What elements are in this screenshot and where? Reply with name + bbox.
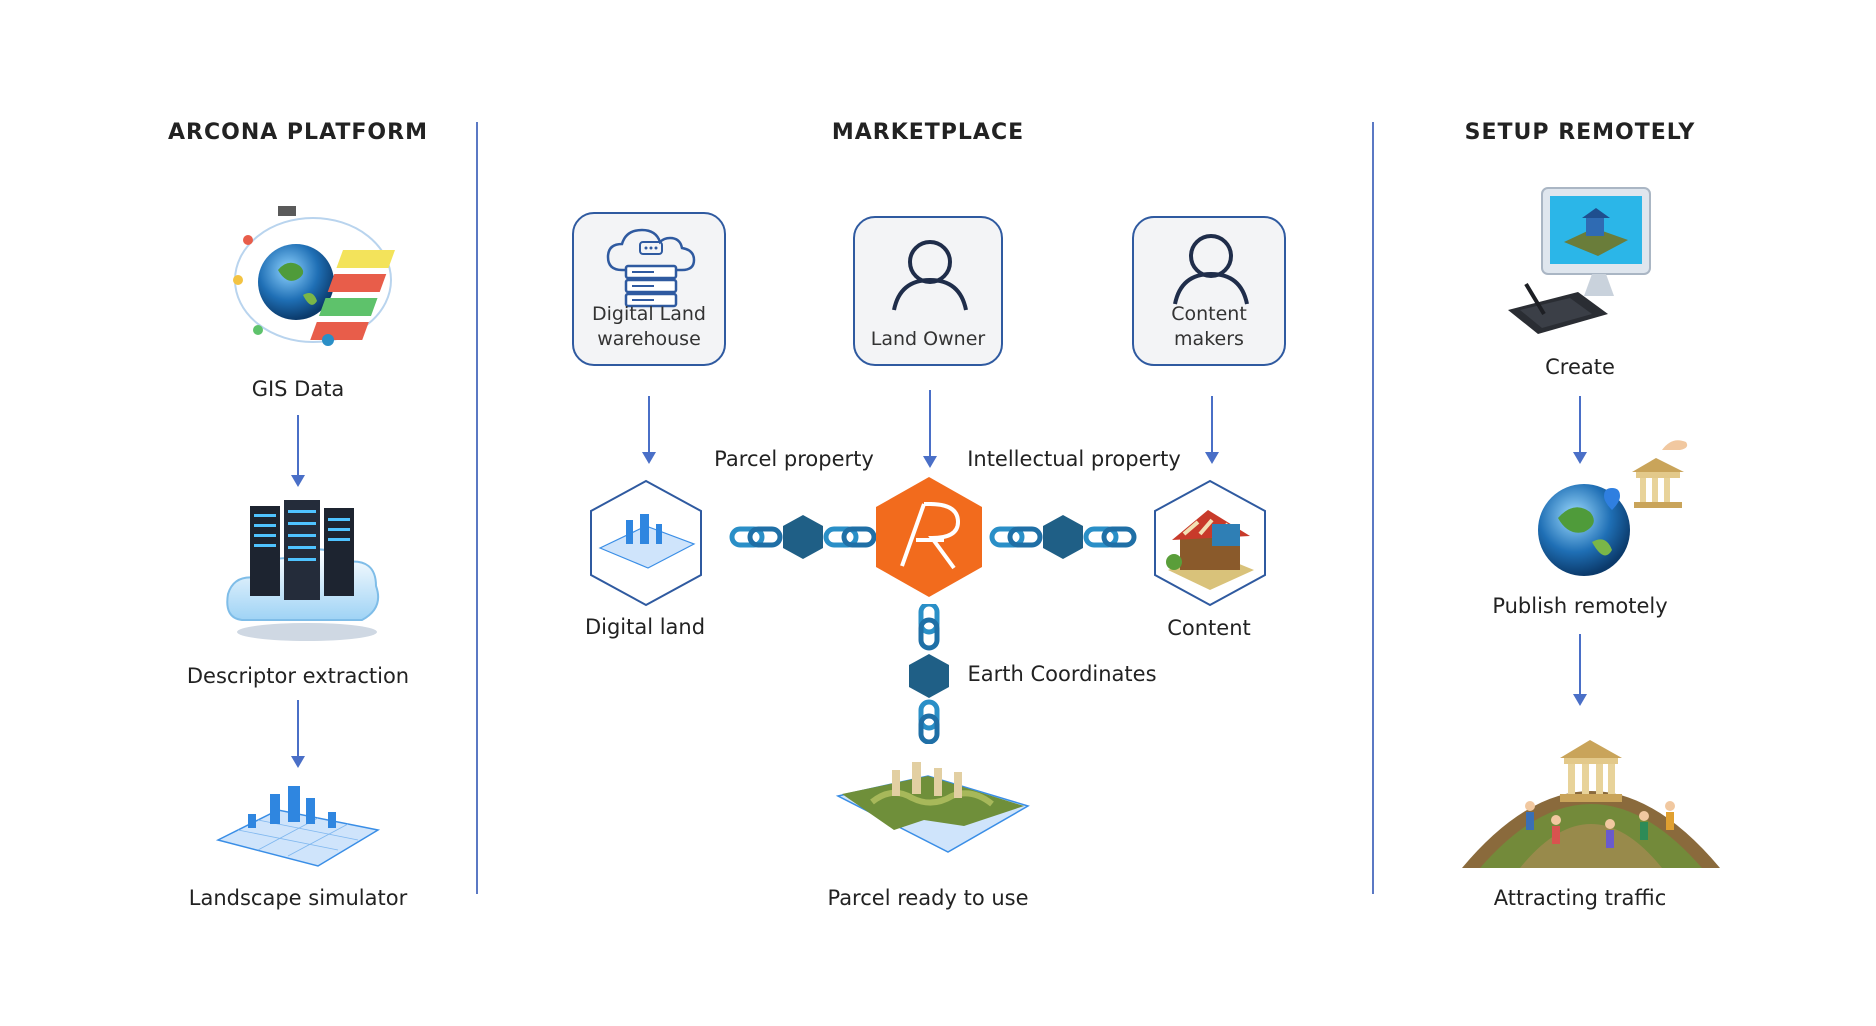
gis-data-icon xyxy=(218,200,408,360)
marketplace-title: MARKETPLACE xyxy=(831,120,1025,145)
attracting-traffic-label: Attracting traffic xyxy=(1493,886,1667,910)
platform-title: ARCONA PLATFORM xyxy=(168,120,428,145)
chain-link-vertical xyxy=(904,604,954,744)
section-divider-right xyxy=(1372,122,1374,894)
chain-link-left xyxy=(728,512,878,562)
globe-pin-icon xyxy=(1532,426,1702,586)
arcona-logo xyxy=(872,474,986,600)
content-makers-card-label: Content makers xyxy=(1171,303,1247,350)
earth-coordinates-label: Earth Coordinates xyxy=(967,662,1157,686)
intellectual-property-label: Intellectual property xyxy=(967,447,1181,471)
section-divider-left xyxy=(476,122,478,894)
digital-land-warehouse-card: Digital Land warehouse xyxy=(572,212,726,366)
makers-arrow xyxy=(1205,396,1219,464)
warehouse-arrow xyxy=(642,396,656,464)
descriptor-extraction-label: Descriptor extraction xyxy=(186,664,410,688)
digital-land-label: Digital land xyxy=(584,615,706,639)
land-owner-card-label: Land Owner xyxy=(870,328,986,350)
landscape-simulator-icon xyxy=(208,780,388,880)
warehouse-card-label: Digital Land warehouse xyxy=(592,303,706,350)
landscape-simulator-label: Landscape simulator xyxy=(188,886,408,910)
publish-remotely-label: Publish remotely xyxy=(1492,594,1668,618)
land-owner-card: Land Owner xyxy=(853,216,1003,366)
user-icon xyxy=(1173,234,1249,305)
user-icon xyxy=(892,240,968,311)
create-label: Create xyxy=(1545,355,1615,379)
chain-link-right xyxy=(988,512,1138,562)
cloud-server-icon xyxy=(606,228,696,308)
server-cloud-icon xyxy=(222,500,392,650)
parcel-ready-label: Parcel ready to use xyxy=(827,886,1029,910)
parcel-property-label: Parcel property xyxy=(714,447,874,471)
parcel-terrain-icon xyxy=(832,752,1032,862)
digital-land-hex xyxy=(586,478,706,608)
content-makers-card: Content makers xyxy=(1132,216,1286,366)
remote-arrow-2 xyxy=(1573,634,1587,706)
gis-data-label: GIS Data xyxy=(251,377,345,401)
remote-arrow-1 xyxy=(1573,396,1587,464)
owner-arrow xyxy=(923,390,937,468)
monitor-tablet-icon xyxy=(1502,186,1662,346)
platform-arrow-2 xyxy=(291,700,305,768)
content-hex xyxy=(1150,478,1270,608)
content-label: Content xyxy=(1167,616,1251,640)
platform-arrow-1 xyxy=(291,415,305,487)
attracting-traffic-icon xyxy=(1460,720,1722,870)
remote-title: SETUP REMOTELY xyxy=(1464,120,1696,145)
